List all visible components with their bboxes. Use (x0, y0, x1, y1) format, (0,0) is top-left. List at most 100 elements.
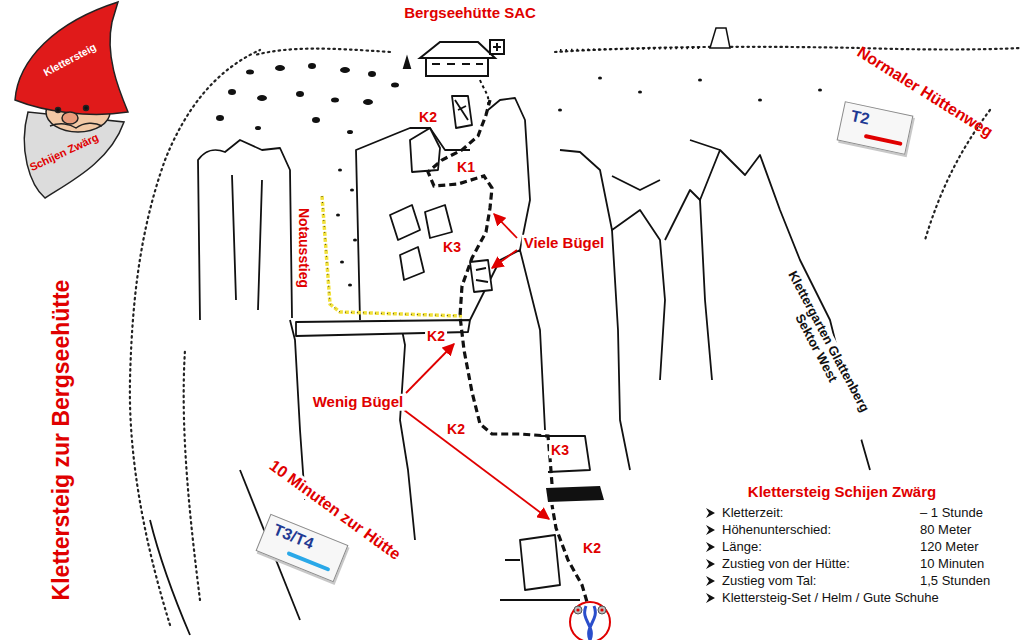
rock-towers (455, 100, 468, 120)
scree-rocks (340, 261, 344, 264)
klettersteig-set-icon (570, 602, 610, 640)
info-value: 10 Minuten (920, 557, 984, 571)
leader-arrow (494, 214, 517, 238)
rock-towers (150, 520, 190, 635)
grade-text: T3/T4 (271, 521, 339, 562)
scree-rocks (331, 98, 339, 103)
mountain-hut (420, 42, 495, 58)
scree-rocks (363, 99, 373, 105)
mountain-hut (404, 40, 504, 104)
rock-towers (470, 250, 545, 430)
rock-towers (150, 96, 870, 635)
klettersteig-set-icon (598, 606, 606, 614)
mountain-hut (480, 80, 488, 104)
info-key: Länge: (722, 540, 762, 554)
rock-towers (198, 140, 292, 320)
list-bullet (706, 576, 715, 586)
info-key: Zustieg von der Hütte: (722, 557, 850, 571)
leader-arrow (404, 410, 549, 519)
grade-label: K1 (455, 160, 477, 175)
list-bullet (706, 525, 715, 535)
grade-label: K2 (425, 329, 447, 344)
gnome-mascot (84, 106, 89, 111)
grade-label: K3 (441, 240, 463, 255)
info-value: 1,5 Stunden (920, 574, 990, 588)
scree-rocks (353, 239, 357, 242)
mountain-hut (493, 43, 501, 51)
emergency-exit-path (322, 196, 462, 316)
rock-slab (546, 486, 604, 502)
scree-rocks (228, 89, 236, 95)
grade-label: K3 (549, 443, 571, 458)
terrain-contour (130, 50, 260, 625)
hut-name: Bergseehütte SAC (404, 5, 536, 22)
scree-rocks (340, 67, 350, 73)
rock-towers (612, 176, 660, 190)
klettersteig-set-icon (600, 608, 603, 611)
rock-towers (520, 535, 560, 590)
list-bullet (706, 542, 715, 552)
info-value: – 1 Stunde (920, 506, 983, 520)
grade-text: T2 (849, 107, 904, 135)
gnome-mascot (50, 123, 102, 128)
hut-trail (560, 48, 700, 50)
list-bullet (706, 593, 715, 603)
klettersteig-set-icon (576, 608, 579, 611)
scree-rocks (338, 169, 342, 172)
scree-rocks (350, 189, 354, 192)
grade-label: K2 (445, 422, 467, 437)
trail-grade-sign: T2 (837, 101, 914, 155)
scree-rocks (308, 63, 316, 69)
emergency-exit-label: Notausstieg (295, 206, 310, 290)
gnome-mascot (62, 112, 78, 124)
scree-rocks (698, 79, 702, 82)
klettersteig-set-icon (585, 606, 596, 640)
emergency-exit-path (322, 196, 462, 316)
scree-rocks (296, 91, 304, 97)
info-heading: Klettersteig Schijen Zwärg (748, 484, 936, 501)
scree-rocks (558, 109, 562, 112)
rock-towers (690, 140, 870, 470)
scree-rocks (216, 115, 224, 121)
rock-towers (476, 268, 488, 282)
mountain-hut (426, 58, 488, 76)
leader-arrow (404, 214, 549, 519)
info-key: Zustieg vom Tal: (722, 574, 816, 588)
scree-rocks (348, 284, 352, 287)
scree-rocks (347, 130, 353, 134)
rock-towers (500, 560, 580, 600)
trail-grade-sign: T3/T4 (256, 514, 349, 583)
list-bullet (706, 559, 715, 569)
gnome-mascot (56, 108, 61, 113)
scree-rocks (257, 95, 267, 101)
scree-rocks (275, 65, 285, 71)
scree-rocks (391, 83, 399, 88)
info-note: Klettersteig-Set / Helm / Gute Schuhe (722, 591, 939, 605)
summit-cairn (710, 28, 730, 48)
list-bullet (706, 508, 715, 518)
gnome-mascot (15, 2, 128, 198)
scree-rocks (255, 126, 261, 130)
scree-rocks (758, 99, 762, 102)
rock-towers (540, 436, 590, 472)
scree-rocks (818, 89, 822, 92)
info-key: Höhenunterschied: (722, 523, 831, 537)
sector-label: Klettergarten Glattenberg Sektor West (761, 248, 882, 442)
trail-colour-bar (864, 134, 903, 146)
scree-rocks (598, 77, 602, 80)
rock-towers (560, 150, 665, 380)
annotation: Wenig Bügel (311, 394, 406, 411)
klettersteig-set-icon (570, 602, 610, 640)
rock-towers (452, 96, 472, 128)
terrain-contour (130, 47, 1020, 625)
mountain-hut (432, 63, 483, 65)
leader-arrow (406, 344, 454, 393)
scree-rocks (638, 91, 642, 94)
mountain-hut (404, 58, 410, 68)
rock-towers (356, 128, 470, 320)
mountain-hut (490, 40, 504, 54)
leader-arrow (492, 250, 517, 268)
terrain-contour (555, 47, 1020, 52)
